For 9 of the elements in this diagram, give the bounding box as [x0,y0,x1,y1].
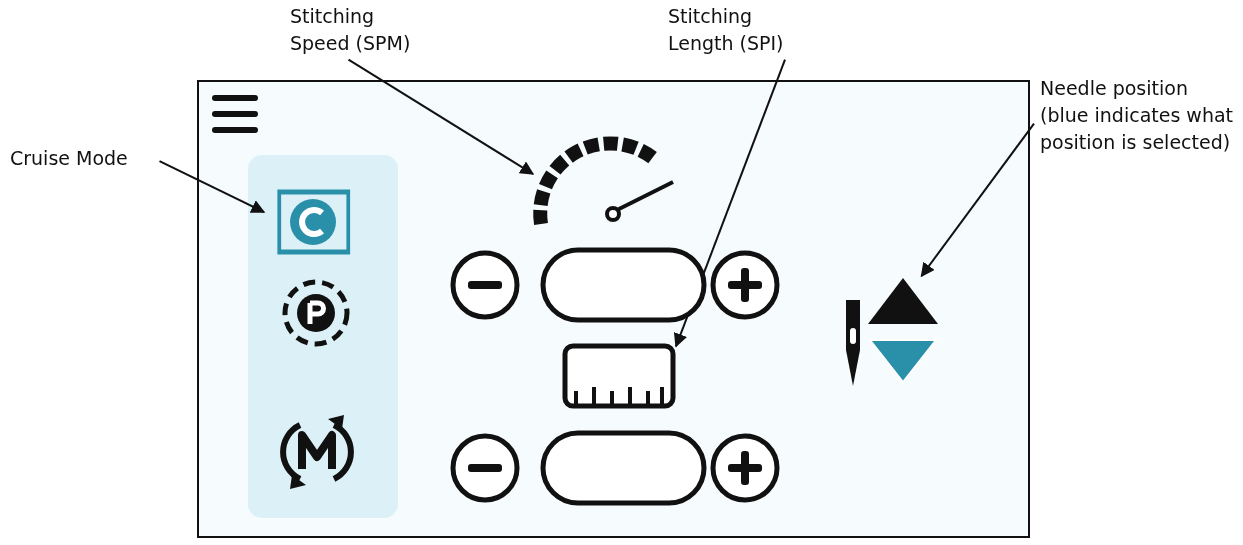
callout-label: Needle position (blue indicates what position is selected) [1040,75,1240,156]
callout-label: Cruise Mode [10,145,140,172]
leader-line [158,160,266,214]
up-triangle-icon [866,276,940,326]
leader-line [920,122,1035,278]
callout-label: Stitching Length (SPI) [668,3,798,57]
leader-line [347,58,535,175]
callout-label: Stitching Speed (SPM) [290,3,420,57]
ruler-icon [562,343,676,409]
